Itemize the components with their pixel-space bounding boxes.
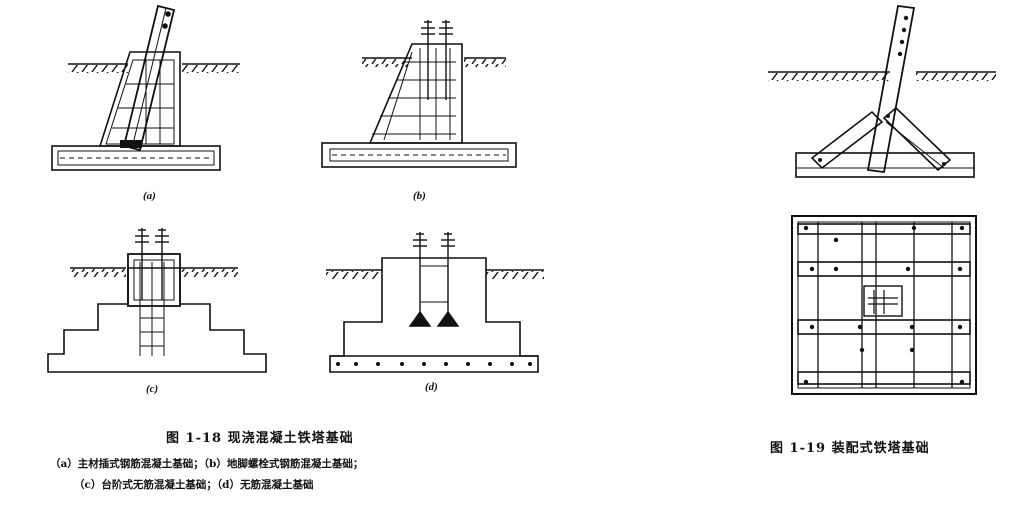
pier-b (368, 43, 463, 144)
bottom-rebar-dots-d (336, 362, 532, 366)
angle-steel-a (122, 4, 176, 152)
figure-1-18-note-1: （a）主材插式钢筋混凝土基础；（b）地脚螺栓式钢筋混凝土基础； (50, 458, 364, 470)
ground-line-c (70, 267, 238, 277)
panel-label-b: (b) (413, 190, 426, 202)
plan-bolt-dots (803, 225, 965, 385)
plan-beams-vertical (817, 222, 953, 388)
panel-label-a: (a) (143, 190, 156, 202)
fig-1-19-elevation (768, 5, 996, 178)
ground-line-a (68, 63, 240, 73)
pier-cap-c (127, 253, 181, 307)
figure-1-18-caption: 图 1-18 现浇混凝土铁塔基础 (166, 431, 354, 446)
panel-label-c: (c) (146, 383, 159, 395)
precast-sill-beam (795, 152, 975, 178)
panel-b-anchor-bolt-foundation (321, 20, 517, 168)
ground-line-fig19 (768, 71, 996, 81)
brace-right (882, 106, 952, 172)
fig-1-19-plan (791, 215, 977, 395)
plan-beams-horizontal (797, 223, 971, 385)
stepped-body-c (47, 267, 267, 373)
plan-outline (791, 215, 977, 395)
panel-c-stepped-plain-foundation (47, 228, 267, 373)
tower-leg-fig19 (866, 5, 916, 173)
ground-line-d (326, 269, 544, 279)
panel-d-plain-concrete-foundation (326, 232, 544, 373)
figure-1-19-caption: 图 1-19 装配式铁塔基础 (770, 441, 930, 456)
figure-1-18-note-2: （c）台阶式无筋混凝土基础；（d）无筋混凝土基础 (74, 479, 314, 491)
brace-left (810, 110, 884, 170)
panel-a-insert-type-foundation (51, 4, 240, 171)
plan-center-plate (863, 285, 903, 317)
rebar-c (139, 262, 165, 356)
pier-a (98, 51, 181, 147)
ground-line-b (362, 57, 506, 67)
rebar-cage-slab-a (57, 150, 215, 166)
anchor-bolts-d (408, 232, 460, 327)
anchor-bolts-c (135, 228, 169, 300)
anchor-bolts-b (421, 20, 453, 100)
panel-label-d: (d) (425, 381, 438, 393)
